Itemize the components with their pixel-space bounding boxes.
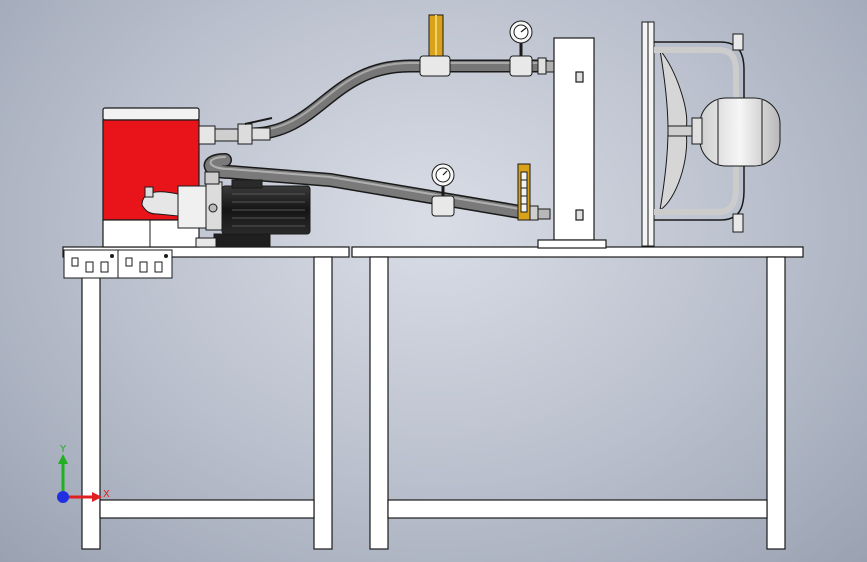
- coordinate-triad: Y X: [57, 444, 110, 503]
- brass-vent-pipe: [419, 14, 451, 77]
- ball-valve: [198, 117, 273, 145]
- pressure-gauge-lower: [431, 163, 455, 217]
- table-crossbar: [387, 499, 768, 519]
- fan-assembly: [641, 21, 781, 247]
- table-leg: [766, 256, 786, 550]
- rotameter: [517, 163, 551, 221]
- lower-supply-pipe: [203, 153, 527, 219]
- table-leg: [81, 256, 101, 550]
- table-frame: [62, 246, 804, 550]
- pipe-fitting: [537, 57, 555, 75]
- triad-y-label: Y: [59, 444, 67, 455]
- triad-x-label: X: [103, 489, 110, 500]
- table-crossbar: [99, 499, 315, 519]
- test-stand-column: [537, 37, 607, 249]
- electrical-sockets: [63, 249, 173, 279]
- upper-return-pipe: [243, 59, 552, 141]
- table-leg: [313, 256, 333, 550]
- pressure-gauge-upper: [509, 20, 533, 77]
- table-leg: [369, 256, 389, 550]
- centrifugal-pump: [141, 171, 311, 248]
